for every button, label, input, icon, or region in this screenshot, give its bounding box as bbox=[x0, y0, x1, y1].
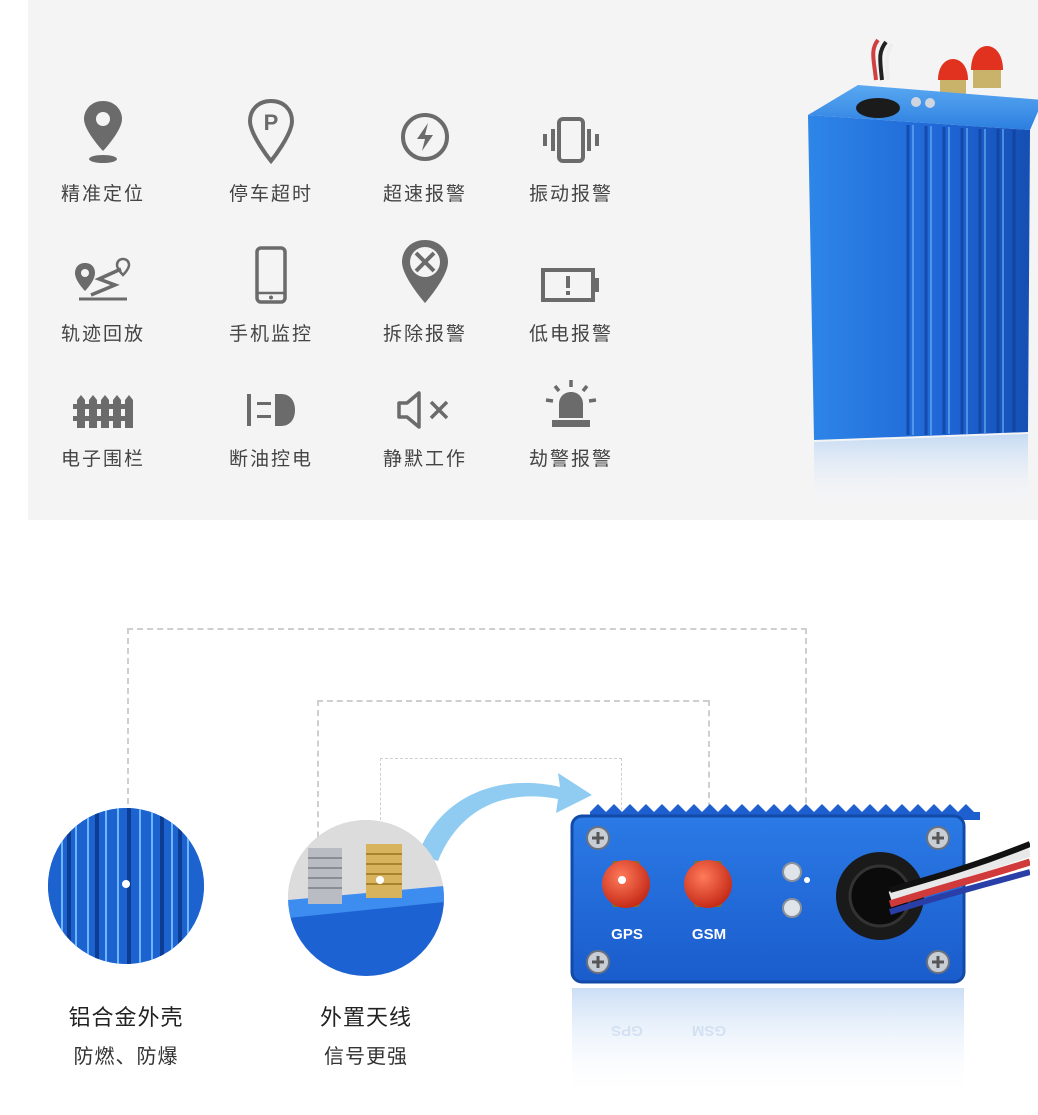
feature-label: 超速报警 bbox=[382, 183, 467, 205]
route-track-icon bbox=[28, 235, 178, 305]
guide-line bbox=[127, 628, 129, 884]
feature-item: 拆除报警 bbox=[350, 235, 500, 346]
feature-label: 低电报警 bbox=[528, 323, 613, 345]
guide-line bbox=[805, 628, 807, 883]
feature-label: 拆除报警 bbox=[382, 323, 467, 345]
external-antenna-thumbnail bbox=[288, 820, 444, 976]
guide-line bbox=[317, 700, 709, 702]
detail-title: 铝合金外壳 bbox=[68, 1006, 184, 1031]
parking-pin-icon: P bbox=[196, 95, 346, 165]
svg-text:P: P bbox=[264, 110, 279, 135]
mute-speaker-icon bbox=[350, 360, 500, 430]
tools-pin-icon bbox=[350, 235, 500, 305]
feature-label: 振动报警 bbox=[528, 183, 613, 205]
smartphone-icon bbox=[196, 235, 346, 305]
guide-line bbox=[380, 758, 622, 759]
guide-line bbox=[708, 700, 710, 880]
feature-item: P 停车超时 bbox=[196, 95, 346, 206]
gps-port-label: GPS bbox=[611, 926, 643, 943]
feature-item: 劫警报警 bbox=[496, 360, 646, 471]
feature-item: 振动报警 bbox=[496, 95, 646, 206]
fence-icon bbox=[28, 360, 178, 430]
feature-item: 静默工作 bbox=[350, 360, 500, 471]
feature-label: 精准定位 bbox=[60, 183, 145, 205]
device-photo bbox=[798, 30, 1038, 510]
detail-title: 外置天线 bbox=[319, 1006, 412, 1031]
lightning-circle-icon bbox=[350, 95, 500, 165]
feature-label: 劫警报警 bbox=[528, 448, 613, 470]
feature-item: 电子围栏 bbox=[28, 360, 178, 471]
low-battery-icon bbox=[496, 235, 646, 305]
feature-item: 超速报警 bbox=[350, 95, 500, 206]
aluminum-shell-thumbnail bbox=[48, 808, 204, 964]
feature-item: 低电报警 bbox=[496, 235, 646, 346]
feature-label: 电子围栏 bbox=[60, 448, 145, 470]
feature-item: 手机监控 bbox=[196, 235, 346, 346]
feature-item: 断油控电 bbox=[196, 360, 346, 471]
detail-subtitle: 信号更强 bbox=[324, 1044, 408, 1068]
location-pin-icon bbox=[28, 95, 178, 165]
feature-label: 静默工作 bbox=[382, 448, 467, 470]
gsm-reflection-label: GSM bbox=[691, 1022, 727, 1039]
feature-label: 手机监控 bbox=[228, 323, 313, 345]
detail-caption: 铝合金外壳 防燃、防爆 bbox=[26, 1000, 226, 1069]
vibration-phone-icon bbox=[496, 95, 646, 165]
guide-line bbox=[127, 628, 807, 630]
gsm-port-label: GSM bbox=[691, 926, 727, 943]
siren-icon bbox=[496, 360, 646, 430]
device-front-panel: GPS GSM GPS GSM bbox=[560, 800, 1032, 1100]
feature-label: 断油控电 bbox=[228, 448, 313, 470]
feature-label: 轨迹回放 bbox=[60, 323, 145, 345]
detail-subtitle: 防燃、防爆 bbox=[73, 1044, 179, 1068]
detail-caption: 外置天线 信号更强 bbox=[266, 1000, 466, 1069]
guide-line bbox=[317, 700, 319, 878]
gps-reflection-label: GPS bbox=[611, 1022, 643, 1039]
feature-item: 轨迹回放 bbox=[28, 235, 178, 346]
feature-item: 精准定位 bbox=[28, 95, 178, 206]
feature-panel: 精准定位 P 停车超时 超速报警 bbox=[28, 0, 1038, 520]
feature-label: 停车超时 bbox=[228, 183, 313, 205]
headlight-icon bbox=[196, 360, 346, 430]
curved-arrow-icon bbox=[418, 773, 592, 861]
